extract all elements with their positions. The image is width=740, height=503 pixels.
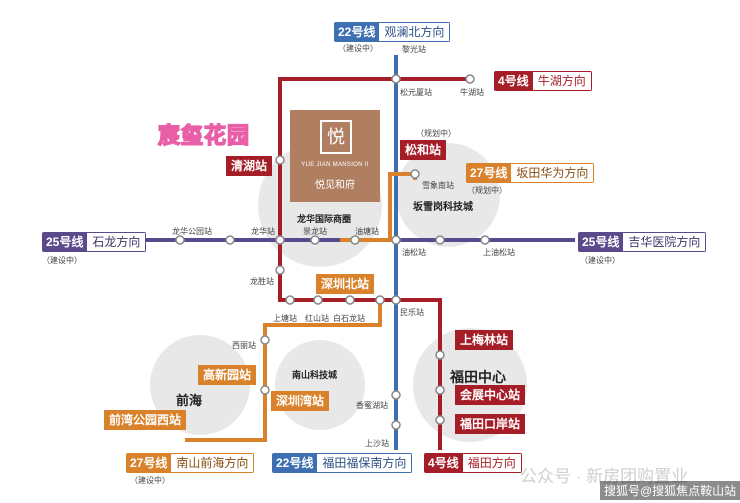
line4-south-tag: 4号线 福田方向	[424, 453, 522, 473]
line25-west-tag: 25号线 石龙方向	[42, 232, 147, 252]
line-number: 22号线	[272, 453, 318, 473]
station-xiangmihu: 香蜜湖站	[356, 401, 388, 410]
line25-east-note: （建设中）	[580, 256, 620, 265]
station-liguang: 黎光站	[402, 45, 426, 54]
station-xuexiangnan: 雪象南站	[422, 181, 454, 190]
station-longhuagongyuan: 龙华公园站	[172, 227, 212, 236]
station-shangyousong: 上油松站	[483, 248, 515, 257]
station-shangmeilin: 上梅林站	[455, 330, 514, 350]
watermark: 公众号 · 新房团购置业	[520, 467, 689, 486]
area-bantian: 坂雪岗科技城	[413, 202, 473, 213]
station-minle: 民乐站	[400, 308, 424, 317]
line27-south-note: （建设中）	[130, 476, 170, 485]
line22-south-tag: 22号线 福田福保南方向	[272, 453, 413, 473]
station-shenzhenbei: 深圳北站	[316, 274, 375, 294]
songhe-note: （规划中）	[416, 129, 456, 138]
line22-north-tag: 22号线 观澜北方向	[334, 22, 451, 42]
station-shangsha: 上沙站	[365, 439, 389, 448]
area-qianhai: 前海	[176, 393, 203, 408]
line-number: 4号线	[494, 71, 533, 91]
station-longsheng: 龙胜站	[250, 277, 274, 286]
line-number: 27号线	[466, 163, 512, 183]
line27-south-track	[185, 300, 382, 442]
station-longhua: 龙华站	[251, 227, 275, 236]
line-number: 25号线	[42, 232, 88, 252]
line-direction: 南山前海方向	[171, 453, 255, 473]
logo-chinese: 悦见和府	[315, 180, 355, 191]
station-niuhu: 牛湖站	[460, 88, 484, 97]
line4-north-tag: 4号线 牛湖方向	[494, 71, 592, 91]
line27-north-tag: 27号线 坂田华为方向	[466, 163, 595, 183]
station-hongshan: 红山站	[305, 314, 329, 323]
station-dots	[175, 74, 490, 430]
line-direction: 吉华医院方向	[623, 232, 707, 252]
line-number: 27号线	[126, 453, 172, 473]
nanshan-area-circle	[275, 340, 365, 430]
area-futian: 福田中心	[450, 369, 506, 385]
station-shenzhenwan: 深圳湾站	[271, 391, 330, 411]
station-songhe: 松和站	[400, 140, 447, 160]
line-direction: 福田方向	[462, 453, 522, 473]
station-shangtang: 上塘站	[273, 314, 297, 323]
line-direction: 坂田华为方向	[511, 163, 595, 183]
project-logo: 悦 YUE JIAN MANSION II 悦见和府	[290, 110, 380, 202]
station-futiankouan: 福田口岸站	[455, 414, 526, 434]
line-direction: 福田福保南方向	[317, 453, 413, 473]
line-number: 4号线	[424, 453, 463, 473]
logo-english: YUE JIAN MANSION II	[301, 162, 369, 168]
station-xili: 西丽站	[232, 341, 256, 350]
station-gaoxinyuan: 高新园站	[198, 365, 257, 385]
station-jinglong: 景龙站	[303, 227, 327, 236]
district-label: 宸玺花园	[157, 122, 251, 148]
line-direction: 石龙方向	[87, 232, 147, 252]
line25-west-note: （建设中）	[42, 256, 82, 265]
station-qianwan: 前湾公园西站	[104, 410, 187, 430]
line27-north-note: （规划中）	[467, 186, 507, 195]
source-tag: 搜狐号@搜狐焦点鞍山站	[600, 481, 740, 500]
line-number: 25号线	[578, 232, 624, 252]
station-youtang: 油塘站	[355, 227, 379, 236]
line-direction: 观澜北方向	[379, 22, 451, 42]
line27-south-tag: 27号线 南山前海方向	[126, 453, 255, 473]
line22-north-note: （建设中）	[338, 44, 378, 53]
logo-mark: 悦	[320, 120, 352, 154]
station-qinghu: 清湖站	[226, 156, 273, 176]
station-baishilong: 白石龙站	[333, 314, 365, 323]
station-yousong: 油松站	[402, 248, 426, 257]
line-direction: 牛湖方向	[532, 71, 592, 91]
station-songyuansha: 松元厦站	[400, 88, 432, 97]
line-number: 22号线	[334, 22, 380, 42]
area-nanshan: 南山科技城	[292, 370, 338, 380]
line25-east-tag: 25号线 吉华医院方向	[578, 232, 707, 252]
area-longhua: 龙华国际商圈	[297, 214, 352, 224]
station-huizhan: 会展中心站	[455, 385, 526, 405]
